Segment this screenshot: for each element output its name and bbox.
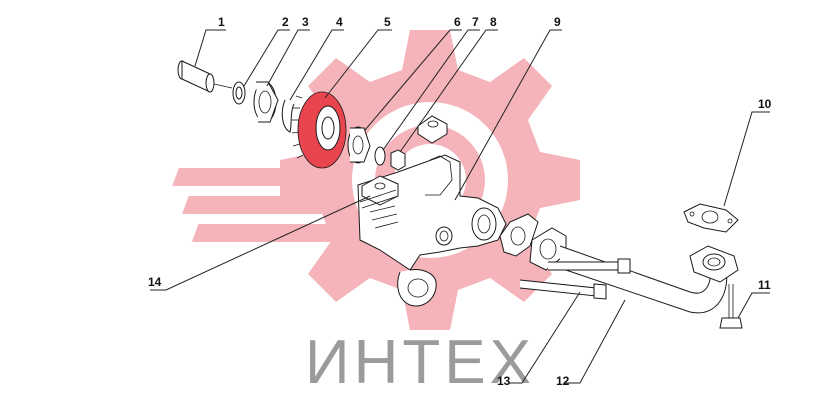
- callout-12: 12: [556, 374, 570, 388]
- leader-6: [364, 29, 462, 131]
- callout-6: 6: [454, 15, 461, 29]
- small-plate-upper: [417, 115, 448, 144]
- part-1-pin: [177, 60, 233, 93]
- part-11-bolt: [719, 284, 743, 329]
- part-6-bearing: [347, 126, 371, 164]
- part-10-flange-gasket: [683, 203, 739, 233]
- leader-1: [194, 29, 226, 67]
- leader-2: [243, 29, 290, 87]
- leader-lines: [150, 29, 770, 384]
- part-9-pump-housing: [357, 154, 507, 307]
- watermark-stripe: [191, 224, 349, 242]
- watermark-stripe: [172, 168, 329, 186]
- part-14-strainer: [359, 189, 399, 209]
- part-8-nut: [390, 149, 406, 171]
- part-5-gear: [291, 91, 347, 169]
- part-2-washer: [232, 81, 246, 105]
- leader-12: [565, 299, 626, 384]
- leader-8: [399, 29, 498, 153]
- callout-8: 8: [490, 15, 497, 29]
- callout-4: 4: [336, 15, 343, 29]
- watermark-stripe: [182, 196, 339, 214]
- callout-2: 2: [282, 15, 289, 29]
- gasket: [499, 213, 539, 257]
- callout-3: 3: [302, 15, 309, 29]
- callout-11: 11: [758, 278, 771, 292]
- callout-10: 10: [758, 97, 772, 111]
- leader-3: [266, 29, 310, 87]
- part-13-bolts: [519, 258, 631, 300]
- part-7-washer: [374, 146, 386, 166]
- leader-13: [508, 291, 581, 384]
- callout-labels: 1 2 3 4 5 6 7 8 9 10 11 12 13 14: [148, 15, 772, 388]
- leader-11: [737, 292, 770, 319]
- leader-9: [454, 29, 562, 201]
- callout-13: 13: [497, 374, 511, 388]
- leader-5: [324, 29, 392, 99]
- callout-5: 5: [384, 15, 391, 29]
- part-4-circlip: [281, 99, 295, 133]
- callout-7: 7: [472, 15, 479, 29]
- leader-14: [150, 195, 371, 291]
- part-3-bearing: [253, 81, 279, 123]
- leader-7: [382, 29, 480, 151]
- leader-4: [289, 29, 344, 101]
- callout-14: 14: [148, 275, 162, 289]
- callout-1: 1: [218, 15, 225, 29]
- leader-10: [723, 111, 770, 207]
- watermark-brand-text: ИНТЕХ: [305, 328, 535, 397]
- callout-9: 9: [554, 15, 561, 29]
